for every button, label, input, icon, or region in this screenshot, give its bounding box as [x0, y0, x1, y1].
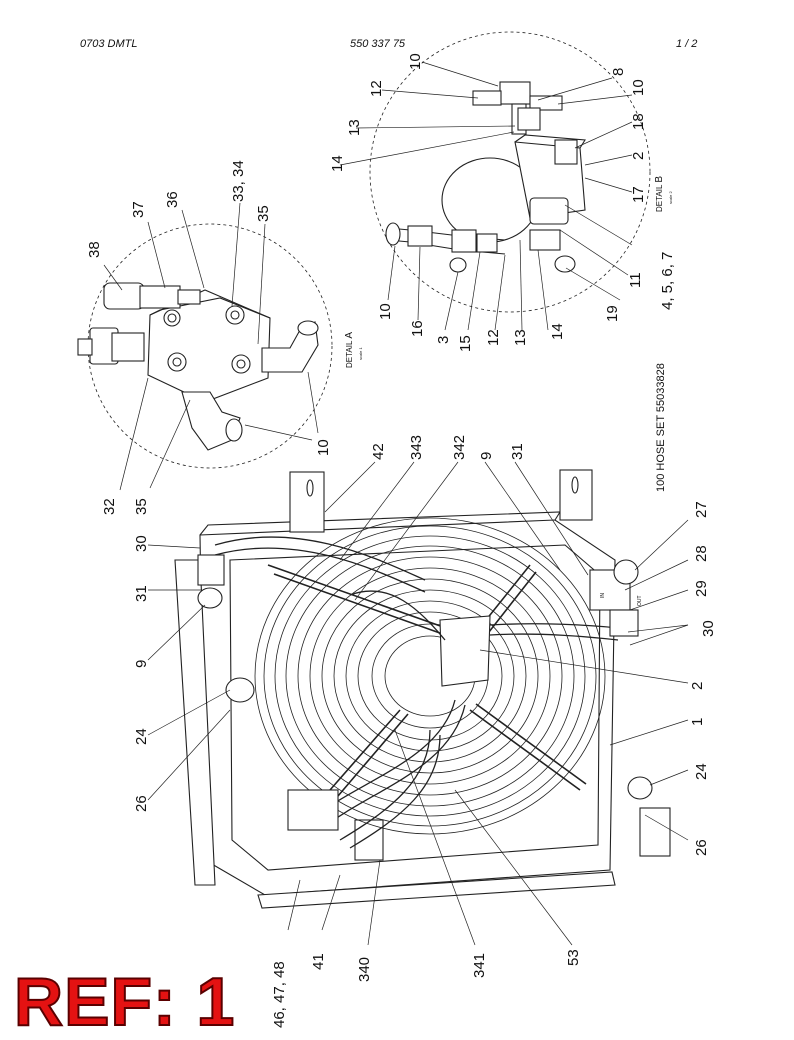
hose-set-note: 100 HOSE SET 55033828	[655, 363, 667, 492]
callout-1: 1	[689, 718, 706, 726]
callout-343: 343	[408, 435, 425, 460]
radiator-frame	[199, 519, 616, 896]
callout-42: 42	[370, 443, 387, 460]
callout-26-left: 26	[133, 795, 150, 812]
callout-14-b-bot: 14	[549, 323, 566, 340]
callout-24-right: 24	[693, 763, 710, 780]
callout-29: 29	[693, 580, 710, 597]
detail-a-circle	[87, 223, 333, 469]
detail-b	[339, 31, 651, 331]
doc-code: 0703 DMTL	[80, 38, 138, 50]
callout-31-left: 31	[133, 585, 150, 602]
callout-35-top: 35	[255, 205, 272, 222]
page-number: 1 / 2	[676, 38, 698, 50]
callout-26-right: 26	[693, 839, 710, 856]
callout-32: 32	[101, 498, 118, 515]
callout-41: 41	[310, 953, 327, 970]
callout-11: 11	[627, 272, 644, 288]
callout-46-47-48: 46, 47, 48	[271, 961, 288, 1028]
callout-37: 37	[130, 201, 147, 218]
callout-53: 53	[565, 949, 582, 966]
callout-10-b-right: 10	[630, 79, 647, 96]
port-in-label: IN	[600, 593, 606, 598]
detail-a-label: DETAIL A	[344, 332, 355, 368]
callout-8: 8	[610, 68, 627, 76]
callout-28: 28	[693, 545, 710, 562]
callout-10-a: 10	[315, 439, 332, 456]
detail-a	[77, 202, 333, 491]
callout-14-b-top: 14	[329, 155, 346, 172]
callout-340: 340	[356, 957, 373, 982]
callout-38: 38	[86, 241, 103, 258]
detail-a-valve-block	[147, 289, 271, 403]
callout-9-left: 9	[133, 660, 150, 668]
callout-10-b-top: 10	[407, 53, 424, 70]
callout-341: 341	[471, 953, 488, 978]
callout-18: 18	[630, 113, 647, 130]
detail-b-label: DETAIL B	[654, 176, 665, 212]
callout-24-left: 24	[133, 728, 150, 745]
callout-13-b-bot: 13	[512, 329, 529, 346]
main-assembly	[147, 461, 689, 946]
callout-12-b-bot: 12	[485, 329, 502, 346]
callout-30-left: 30	[133, 535, 150, 552]
callout-13-b-top: 13	[346, 119, 363, 136]
main-callouts: 42 343 342 9 31 27 28 29 30 2 1 24 26 30…	[133, 435, 717, 1028]
ref-stamp: REF: 1	[13, 964, 236, 1040]
port-out-label: OUT	[637, 595, 643, 606]
callout-19: 19	[604, 305, 621, 322]
callout-17: 17	[630, 186, 647, 203]
callout-36: 36	[164, 191, 181, 208]
callout-2-main: 2	[689, 682, 706, 690]
callout-33-34: 33, 34	[230, 160, 247, 202]
callout-10-b-left: 10	[377, 303, 394, 320]
part-number: 550 337 75	[350, 38, 406, 50]
callout-342: 342	[451, 435, 468, 460]
detail-a-scale: scale 1	[358, 347, 363, 360]
callout-27: 27	[693, 501, 710, 518]
detail-b-scale: scale 2	[668, 191, 673, 204]
fan-rings	[254, 517, 606, 835]
detail-a-callouts: 38 37 36 33, 34 35 32 35 10 DETAIL A sca…	[86, 160, 363, 515]
detail-b-circle	[369, 31, 651, 313]
detail-b-callouts: 10 12 13 14 8 10 18 2 17 10 16 3 15 12 1…	[329, 53, 676, 352]
callout-35-bot: 35	[133, 498, 150, 515]
callout-4-5-6-7: 4, 5, 6, 7	[659, 252, 676, 310]
callout-3: 3	[435, 336, 452, 344]
callout-12-b-top: 12	[368, 80, 385, 97]
callout-31-top: 31	[509, 443, 526, 460]
callout-16: 16	[409, 320, 426, 337]
callout-30-right: 30	[700, 620, 717, 637]
callout-15: 15	[457, 335, 474, 352]
callout-9-top: 9	[478, 452, 495, 460]
callout-2-b: 2	[630, 152, 647, 160]
